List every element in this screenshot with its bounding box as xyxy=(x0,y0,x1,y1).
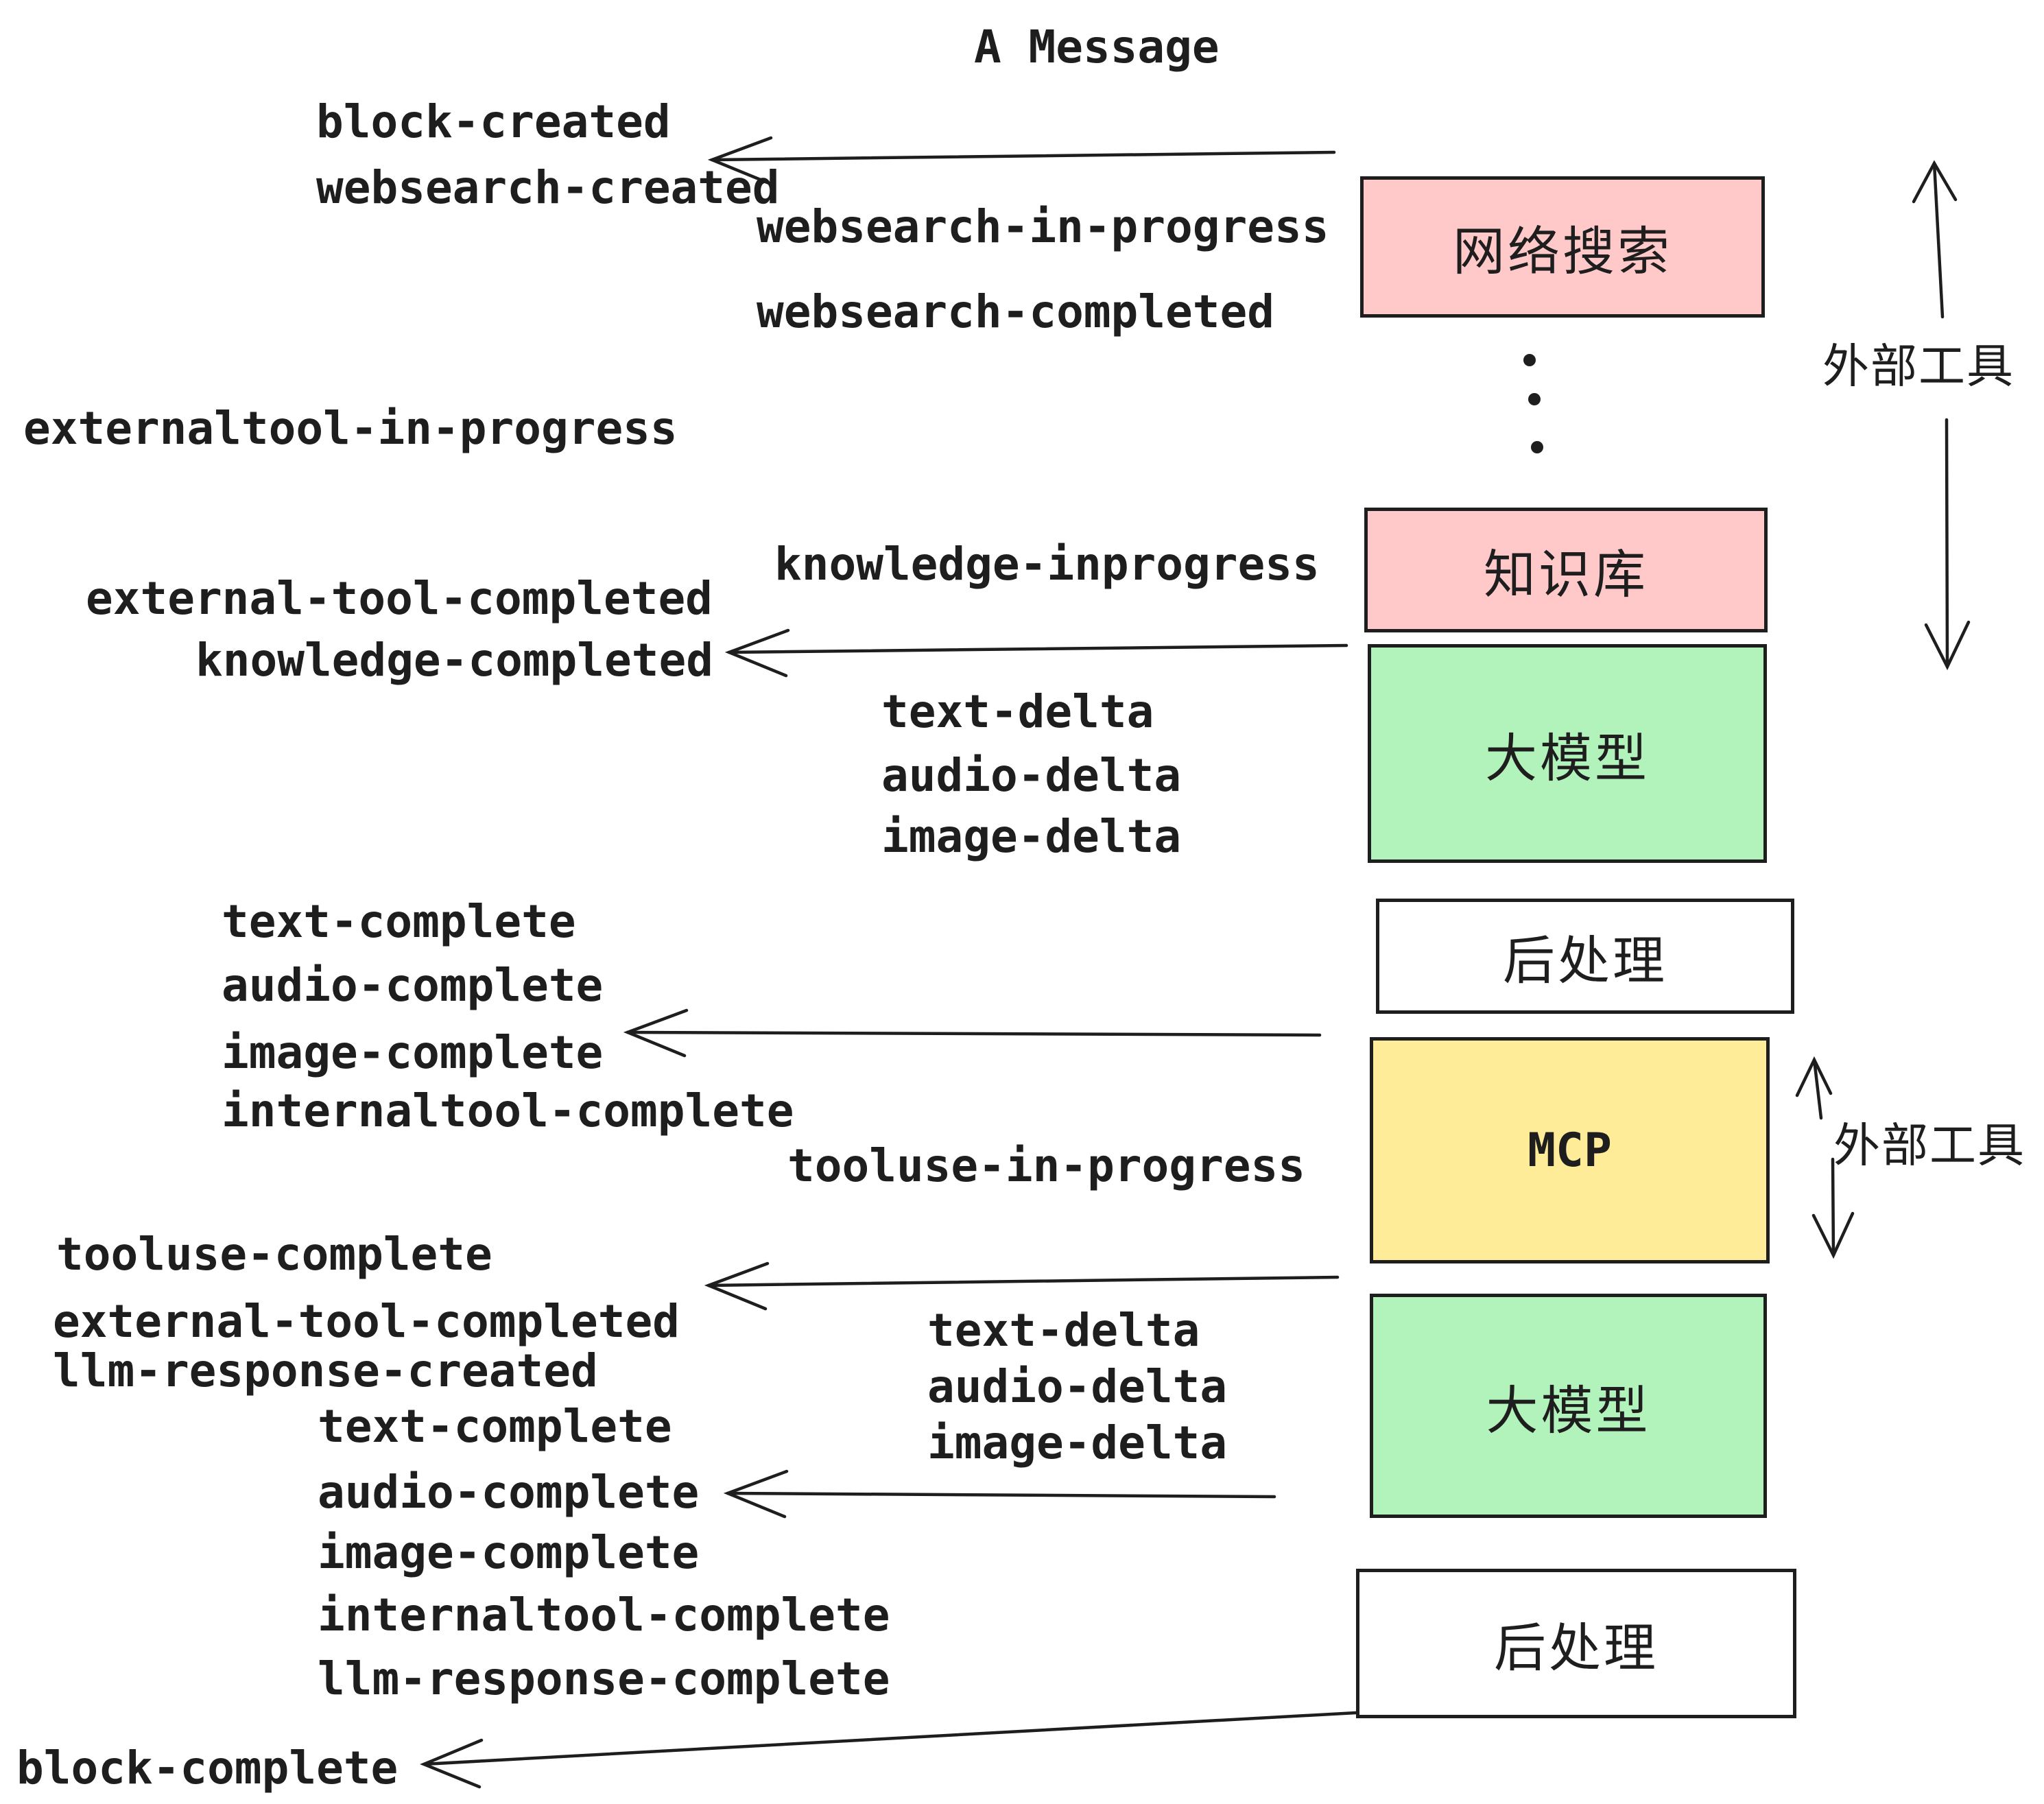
side-label-external-tools-bottom: 外部工具 xyxy=(1833,1119,2026,1172)
event-label-knowledge-completed: knowledge-completed xyxy=(195,634,713,687)
box-mcp: MCP xyxy=(1370,1037,1770,1263)
page-title: A Message xyxy=(974,21,1220,73)
event-label-block-created: block-created xyxy=(316,95,671,148)
event-label-tooluse-in-progress: tooluse-in-progress xyxy=(787,1139,1305,1192)
box-knowledge: 知识库 xyxy=(1364,508,1768,632)
box-llm-1-label: 大模型 xyxy=(1485,729,1650,788)
arrow-to-block-created xyxy=(707,136,1336,185)
box-mcp-label: MCP xyxy=(1528,1123,1612,1178)
event-label-image-delta-1: image-delta xyxy=(881,810,1182,863)
event-label-externaltool-in-progress: externaltool-in-progress xyxy=(23,402,678,455)
event-label-text-complete-2: text-complete xyxy=(318,1400,672,1453)
event-label-text-delta-1: text-delta xyxy=(881,685,1154,738)
box-websearch-label: 网络搜索 xyxy=(1453,223,1672,281)
event-label-audio-delta-1: audio-delta xyxy=(881,749,1182,802)
event-label-audio-complete-2: audio-complete xyxy=(318,1466,700,1519)
event-label-tooluse-complete: tooluse-complete xyxy=(56,1228,492,1281)
event-label-internaltool-complete-1: internaltool-complete xyxy=(222,1084,794,1137)
vertical-ellipsis xyxy=(1523,354,1543,453)
event-label-audio-delta-2: audio-delta xyxy=(927,1360,1228,1413)
side-label-external-tools-top: 外部工具 xyxy=(1822,340,2015,393)
event-label-image-complete-1: image-complete xyxy=(222,1026,604,1079)
external-tools-top-down-arrow xyxy=(1924,418,1971,671)
event-label-text-delta-2: text-delta xyxy=(927,1304,1200,1357)
event-label-internaltool-complete-2: internaltool-complete xyxy=(318,1589,890,1641)
box-postprocess-1: 后处理 xyxy=(1376,899,1794,1014)
box-postprocess-1-label: 后处理 xyxy=(1503,932,1667,990)
event-label-llm-response-complete: llm-response-complete xyxy=(318,1652,890,1705)
box-postprocess-2-label: 后处理 xyxy=(1494,1619,1659,1678)
box-llm-2: 大模型 xyxy=(1370,1294,1767,1518)
event-label-image-complete-2: image-complete xyxy=(318,1526,700,1579)
event-label-external-tool-completed-1: external-tool-completed xyxy=(86,572,713,625)
box-postprocess-2: 后处理 xyxy=(1356,1569,1796,1718)
arrow-to-block-complete xyxy=(420,1711,1358,1789)
event-label-image-delta-2: image-delta xyxy=(927,1416,1228,1469)
event-label-websearch-created: websearch-created xyxy=(316,161,780,214)
event-label-block-complete: block-complete xyxy=(16,1742,399,1794)
box-llm-2-label: 大模型 xyxy=(1486,1381,1651,1440)
external-tools-bottom-up-arrow xyxy=(1795,1056,1833,1120)
event-label-websearch-completed: websearch-completed xyxy=(757,285,1274,338)
arrow-to-image-complete xyxy=(623,1008,1322,1058)
arrow-to-tooluse-complete xyxy=(704,1261,1340,1311)
event-label-external-tool-completed-2: external-tool-completed xyxy=(53,1295,680,1348)
box-llm-1: 大模型 xyxy=(1368,644,1767,863)
event-label-knowledge-inprogress: knowledge-inprogress xyxy=(774,538,1320,591)
event-label-websearch-in-progress: websearch-in-progress xyxy=(757,200,1329,253)
box-knowledge-label: 知识库 xyxy=(1484,546,1648,604)
arrow-to-audio-complete xyxy=(723,1469,1276,1519)
external-tools-top-up-arrow xyxy=(1912,160,1958,319)
event-label-llm-response-created: llm-response-created xyxy=(53,1344,598,1397)
external-tools-bottom-down-arrow xyxy=(1811,1157,1855,1259)
box-websearch: 网络搜索 xyxy=(1360,176,1765,318)
event-label-audio-complete-1: audio-complete xyxy=(222,959,604,1012)
arrow-to-knowledge-completed xyxy=(724,628,1348,678)
event-label-text-complete-1: text-complete xyxy=(222,895,576,948)
